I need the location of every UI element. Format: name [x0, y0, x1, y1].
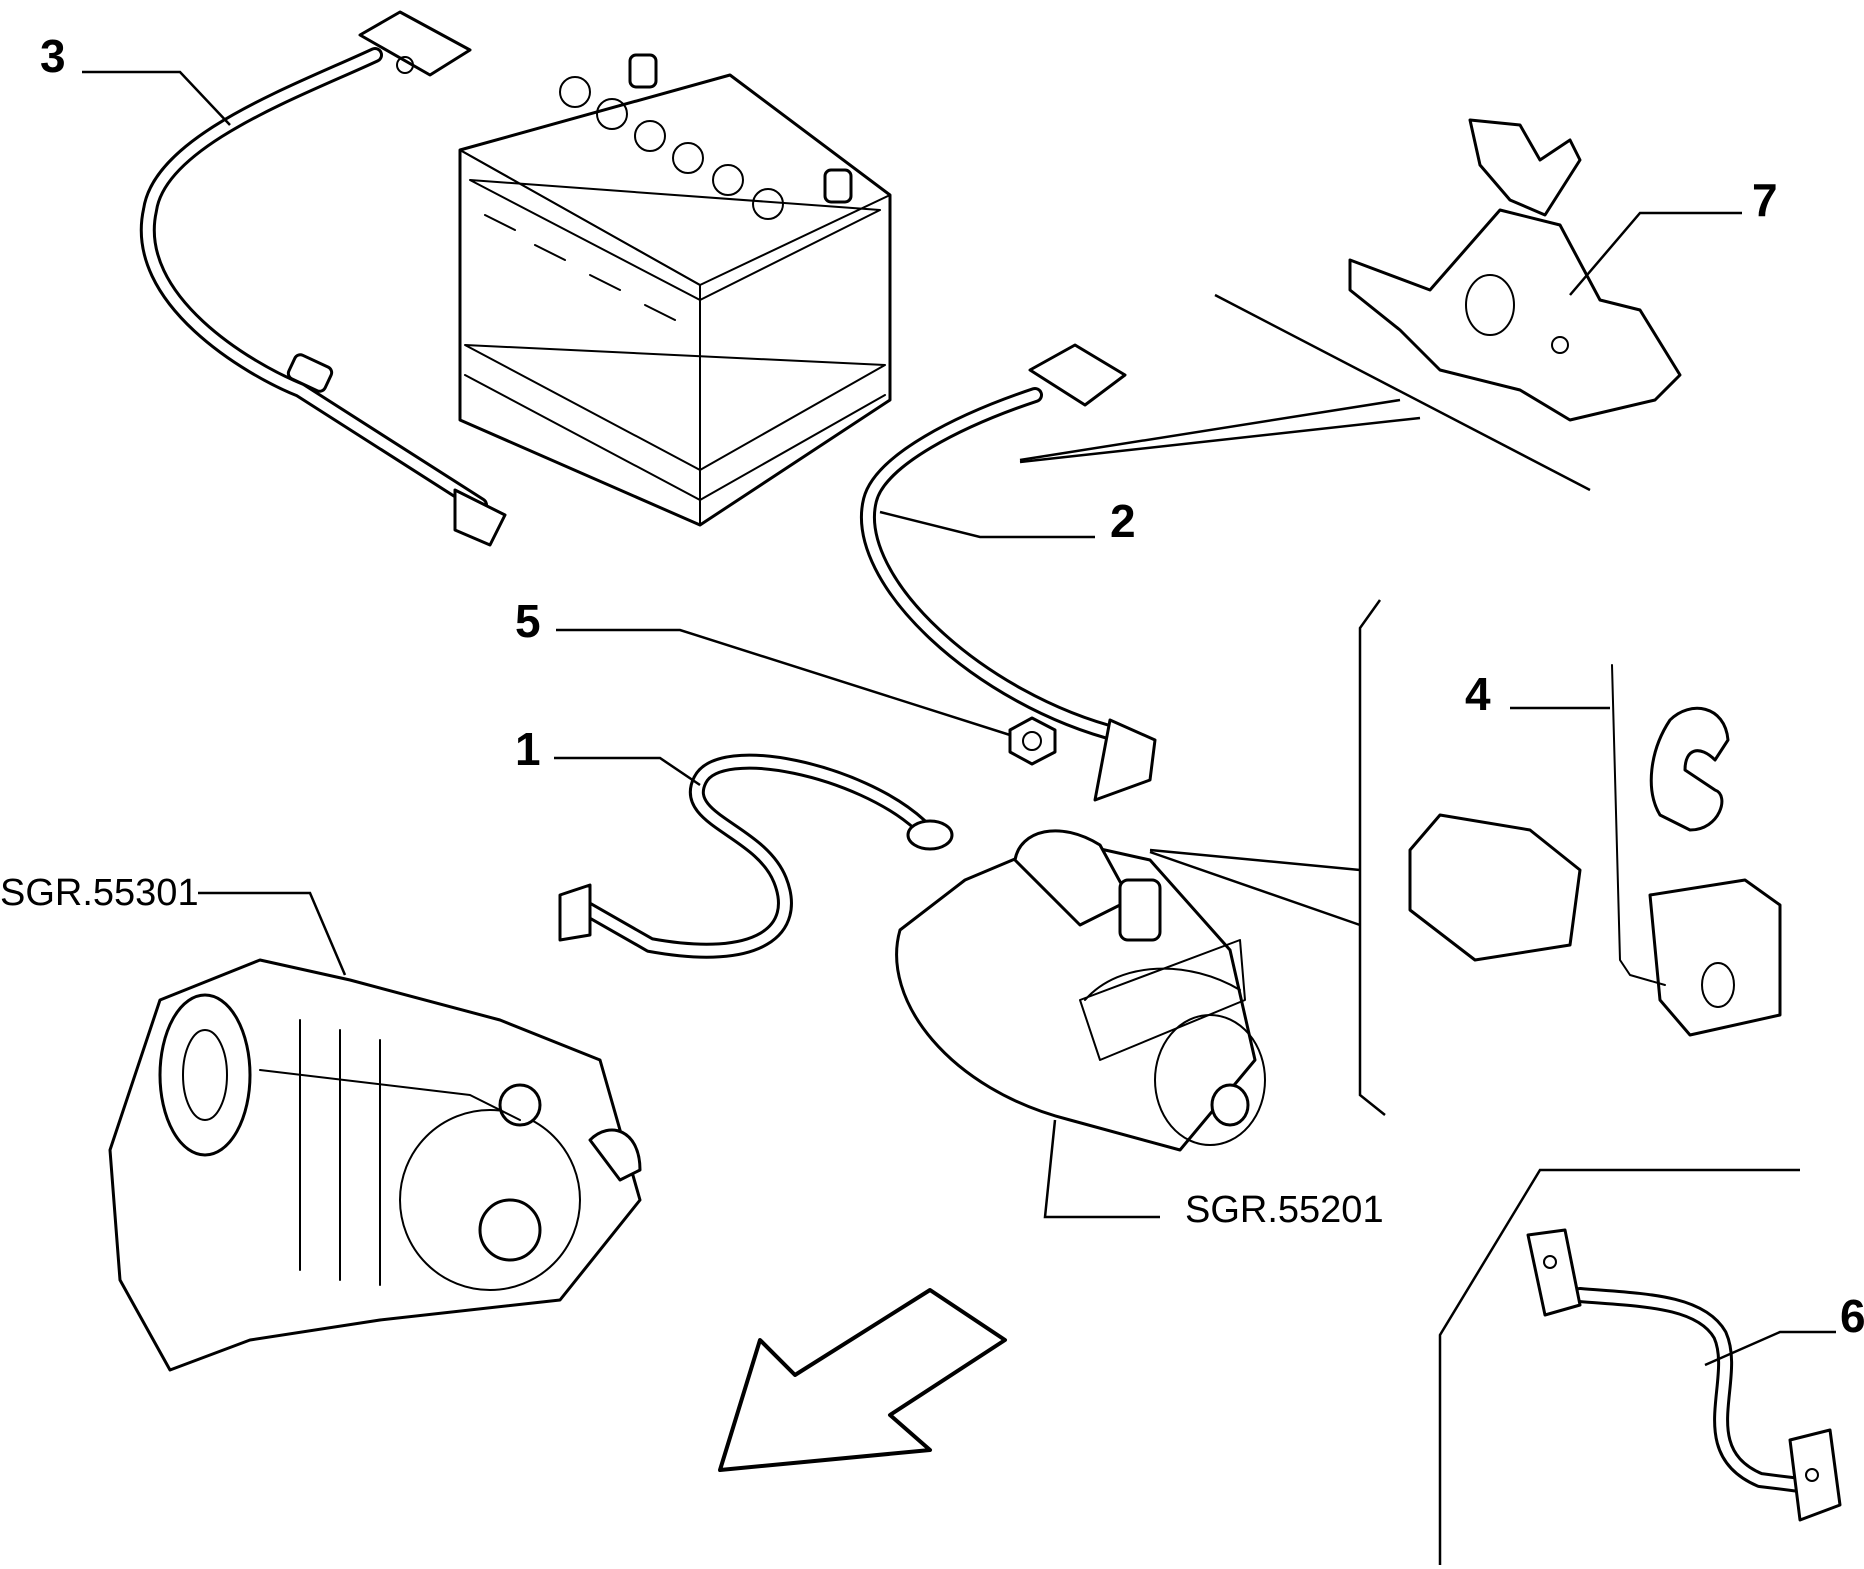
cable-1 [558, 753, 954, 959]
bracket-7 [1348, 118, 1682, 422]
reference-starter: SGR.55201 [1185, 1189, 1384, 1231]
callout-6: 6 [1840, 1290, 1864, 1342]
direction-arrow [718, 1288, 1007, 1472]
callout-3: 3 [40, 30, 66, 82]
callout-1: 1 [515, 723, 541, 775]
cable-6 [1526, 1228, 1842, 1522]
leader-lines [82, 70, 1836, 1367]
callout-5: 5 [515, 595, 541, 647]
nut-5 [1008, 716, 1057, 766]
callout-labels: 3 2 5 1 4 7 6 SGR.55301 SGR.55201 [0, 30, 1864, 1342]
alternator [108, 958, 642, 1372]
section-dividers [1019, 293, 1800, 1565]
reference-alternator: SGR.55301 [0, 872, 199, 914]
connector-4 [1408, 664, 1782, 1037]
callout-4: 4 [1465, 668, 1491, 720]
cable-3 [139, 10, 507, 547]
callout-2: 2 [1110, 495, 1136, 547]
cable-2 [860, 343, 1157, 802]
starter-motor [895, 829, 1266, 1152]
battery [458, 53, 892, 527]
callout-7: 7 [1752, 174, 1778, 226]
